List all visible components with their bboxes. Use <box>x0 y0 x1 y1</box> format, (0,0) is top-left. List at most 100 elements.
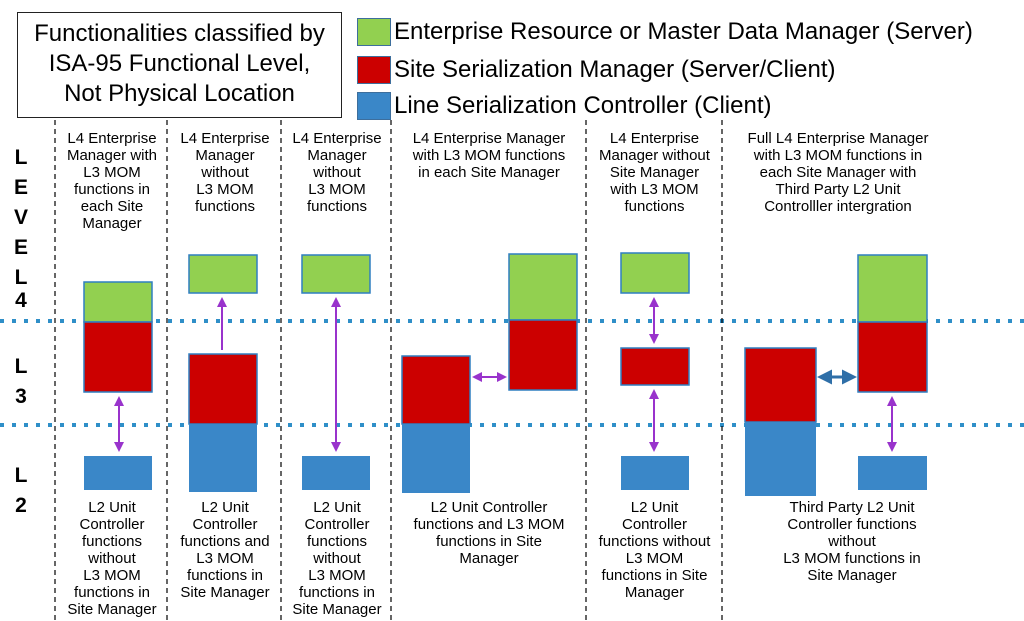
line-box <box>745 422 816 496</box>
column-text-line: functions and L3 MOM <box>413 516 565 533</box>
column-text-line: Manager <box>82 215 142 232</box>
enterprise-box <box>508 253 578 321</box>
column-text-line: in each Site Manager <box>418 164 560 181</box>
legend-label: Site Serialization Manager (Server/Clien… <box>394 56 836 83</box>
column-text-line: Manager with <box>66 147 158 164</box>
column-text-line: Controller <box>304 516 370 533</box>
column-text-line: L3 MOM <box>83 164 141 181</box>
level-label-word: L E V E L <box>6 143 36 293</box>
column-text-line: L3 MOM <box>308 181 366 198</box>
level-letter: 2 <box>15 494 27 517</box>
site-box <box>508 319 578 391</box>
column-text-line: without <box>828 533 876 550</box>
column-text-line: with L3 MOM functions in <box>753 147 923 164</box>
column-text-line: Manager without <box>599 147 710 164</box>
column-text-line: functions <box>194 198 256 215</box>
column-text-line: functions without <box>598 533 711 550</box>
column-text-line: Manager <box>459 550 519 567</box>
column-text-line: L4 Enterprise <box>67 130 157 147</box>
column-text-line: L2 Unit <box>88 499 136 516</box>
column-text-line: functions in <box>299 584 375 601</box>
column-text-line: without <box>88 550 136 567</box>
column-text-line: Manager <box>195 147 255 164</box>
column-text-line: Controller <box>192 516 258 533</box>
enterprise-box <box>620 252 690 294</box>
legend-swatch-green <box>357 18 391 46</box>
level-letter: L <box>14 266 28 289</box>
column-text-line: each Site <box>80 198 144 215</box>
column-text-line: functions in <box>74 584 150 601</box>
diagram-title-box: Functionalities classified by ISA-95 Fun… <box>17 12 342 118</box>
column-text-line: functions <box>81 533 143 550</box>
site-box <box>188 353 258 425</box>
site-box <box>744 347 817 423</box>
level-letter: E <box>13 236 28 259</box>
column-text-line: functions <box>306 198 368 215</box>
column-text-line: Manager <box>624 584 685 601</box>
level-label-2: L 2 <box>6 461 36 521</box>
column-text-line: with L3 MOM functions <box>412 147 566 164</box>
column-text-line: without <box>313 164 361 181</box>
column-text-line: Manager <box>307 147 367 164</box>
column-text-line: Controller <box>621 516 688 533</box>
legend-label: Line Serialization Controller (Client) <box>394 92 772 119</box>
level-label-3: L 3 <box>6 352 36 412</box>
legend-item-line: Line Serialization Controller (Client) <box>357 90 973 122</box>
site-box <box>401 355 471 425</box>
legend: Enterprise Resource or Master Data Manag… <box>357 16 973 122</box>
level-letter: 3 <box>15 385 27 408</box>
column-text-line: functions and <box>180 533 270 550</box>
column-text-line: Site Manager <box>609 164 700 181</box>
title-line: ISA-95 Functional Level, <box>48 50 311 77</box>
line-box <box>84 456 152 490</box>
column-text-line: functions in Site <box>436 533 542 550</box>
level-letter: L <box>14 464 28 487</box>
level-letter: V <box>13 206 28 229</box>
level-letter: L <box>14 355 28 378</box>
column-text-line: Site Manager <box>67 601 157 618</box>
level-letter: E <box>13 176 28 199</box>
column-text-line: functions in Site <box>601 567 708 584</box>
legend-swatch-blue <box>357 92 391 120</box>
column-text-line: functions in <box>74 181 150 198</box>
column-text-line: L4 Enterprise <box>292 130 382 147</box>
column-text-line: L2 Unit <box>201 499 249 516</box>
level-letter: L <box>14 146 28 169</box>
column-text-line: Controlller intergration <box>764 198 912 215</box>
column-text-line: L2 Unit <box>630 499 679 516</box>
legend-item-enterprise: Enterprise Resource or Master Data Manag… <box>357 16 973 48</box>
column-text-line: L3 MOM functions in <box>783 550 921 567</box>
title-line: Functionalities classified by <box>34 20 325 47</box>
site-box <box>83 321 153 393</box>
site-box <box>857 321 928 393</box>
legend-swatch-red <box>357 56 391 84</box>
column-text-line: L2 Unit Controller <box>430 499 548 516</box>
column-text-line: Third Party L2 Unit <box>775 181 901 198</box>
column-text-line: functions in <box>187 567 263 584</box>
level-label-4: 4 <box>15 289 27 312</box>
column-text-line: each Site Manager with <box>759 164 917 181</box>
column-text-line: L3 MOM <box>196 550 254 567</box>
column-text-line: L2 Unit <box>313 499 361 516</box>
column-text-line: L4 Enterprise Manager <box>412 130 566 147</box>
column-text-line: L4 Enterprise <box>180 130 270 147</box>
column-text-line: functions <box>624 198 685 215</box>
title-line: Not Physical Location <box>64 80 295 107</box>
column-text-line: L4 Enterprise <box>609 130 700 147</box>
line-box <box>858 456 927 490</box>
column-text-line: Full L4 Enterprise Manager <box>747 130 929 147</box>
enterprise-box <box>83 281 153 323</box>
enterprise-box <box>857 254 928 323</box>
column-text-line: with L3 MOM <box>610 181 699 198</box>
column-text-line: without <box>201 164 249 181</box>
